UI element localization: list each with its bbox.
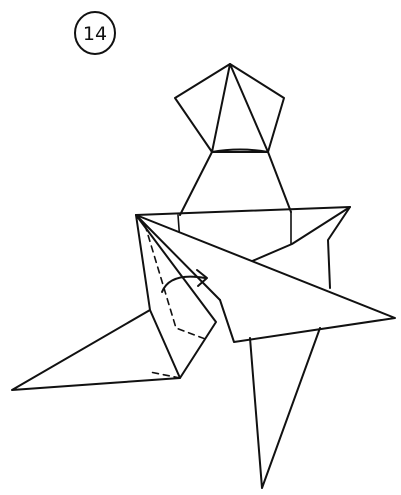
body-top-edge: [136, 207, 350, 215]
step-badge: 14: [75, 12, 115, 54]
model-head: [175, 64, 284, 152]
body-sides: [180, 152, 291, 215]
lower-right-leg: [250, 328, 320, 488]
head-outline: [175, 64, 284, 152]
head-center-crease: [212, 64, 268, 152]
left-flap-dashed-crease-2: [150, 372, 180, 378]
step-number: 14: [83, 23, 107, 45]
lower-leg-outline: [250, 328, 320, 488]
